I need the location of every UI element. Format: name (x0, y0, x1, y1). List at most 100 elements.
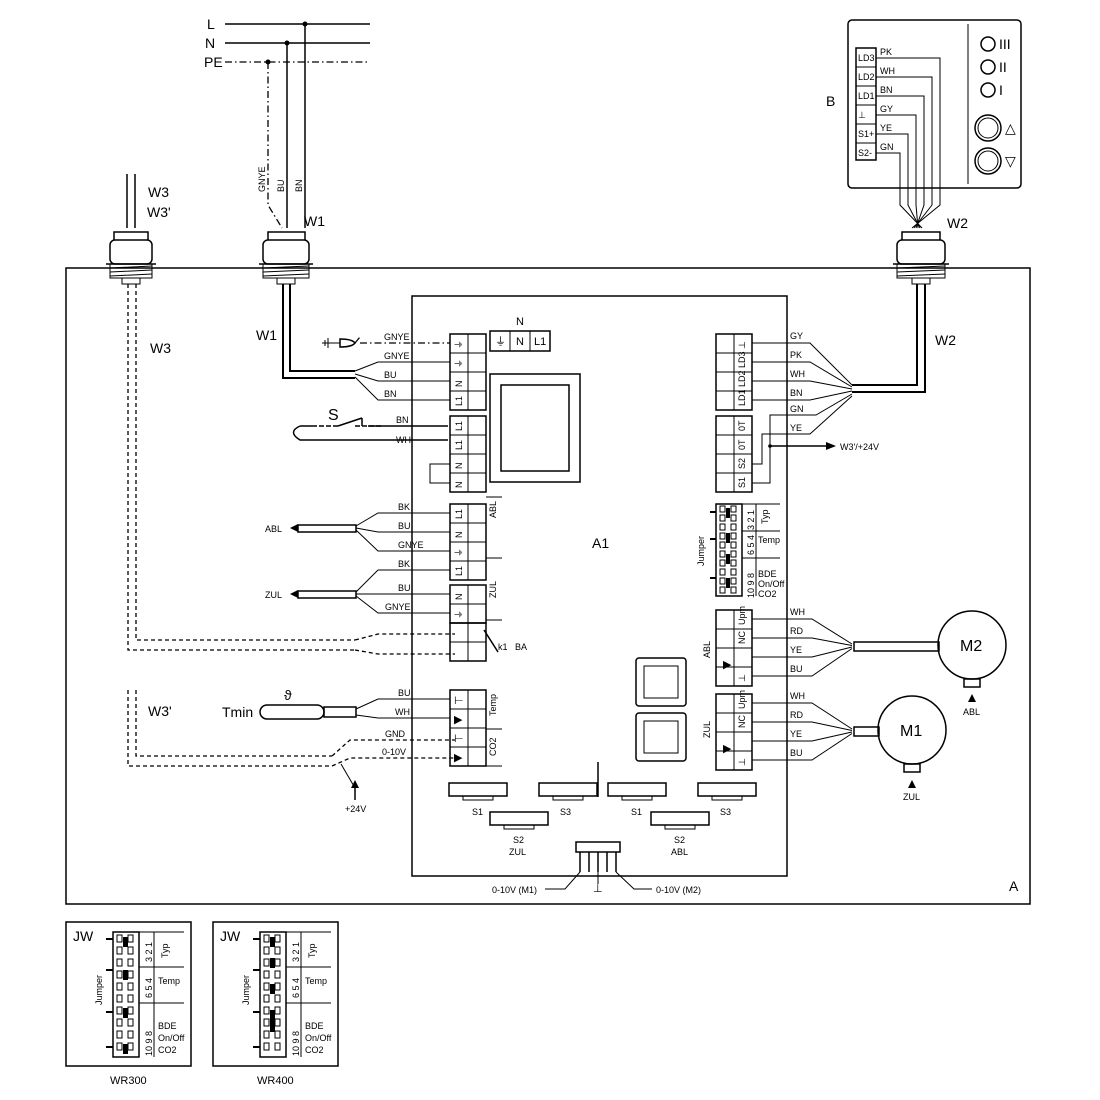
jw-jumper-title: Jumper (94, 975, 104, 1005)
switch-terminal-label: N (454, 463, 464, 470)
mains-wire-label: GNYE (384, 332, 410, 342)
svg-text:S3: S3 (560, 807, 571, 817)
motor-m2-terminals-wire-label: RD (790, 626, 803, 636)
supply-pe-label: PE (204, 54, 223, 70)
right-mid-terminal-label: 0T (737, 420, 747, 431)
terminal-block-mains: ⏚⏚NL1 (449, 333, 487, 411)
panel-wire-label: PK (880, 47, 892, 57)
jw-group-bde: BDE (305, 1021, 324, 1031)
svg-text:ZUL: ZUL (509, 847, 526, 857)
abl-terminal-label: ⏚ (454, 548, 464, 557)
cable-w3-label: W3 (148, 184, 169, 200)
jumper-group-typ: Typ (760, 509, 770, 524)
board-a1 (411, 295, 788, 877)
temp-wire-label: WH (395, 707, 410, 717)
svg-text:N: N (516, 336, 524, 348)
motor-m2-terminals-terminal-label: NC (737, 631, 747, 644)
dip-switches: S1 S3 S1 S3 S2 ZUL S2 ABL (448, 782, 757, 857)
right-mid-terminal-label: 0T (737, 439, 747, 450)
panel-button-down[interactable]: ▽ (974, 147, 1016, 175)
panel-terminal-label: S2- (858, 148, 872, 158)
right-top-terminal-label: ⊥ (737, 341, 747, 349)
jw-group-temp: Temp (305, 976, 327, 986)
right-mid-terminal-label: S2 (737, 458, 747, 469)
switch-s3-zul[interactable] (538, 782, 598, 801)
jumper-box-wr400: JW3 2 16 5 410 9 8TypTempBDEOn/OffCO2Jum… (212, 921, 339, 1087)
motor-m1-terminals-wire-label: RD (790, 710, 803, 720)
panel-wire-label: GN (880, 142, 894, 152)
analog-output-connector: 0-10V (M1) 0-10V (M2) ⊥ (492, 841, 701, 895)
jw-nums: 3 2 1 (291, 942, 301, 962)
motor-m2-terminals-terminal-label: ⊥ (737, 674, 747, 682)
wire-bu-label: BU (276, 179, 286, 192)
switch-s2-abl[interactable] (650, 811, 710, 830)
zul-arrow-label: ZUL (265, 590, 282, 600)
wire-bn-label: BN (294, 179, 304, 192)
cable-gland-w3: W3 W3' (106, 174, 171, 285)
motor-m1: M1 ZUL (853, 695, 947, 802)
jw-nums: 3 2 1 (144, 942, 154, 962)
switch-s2-zul[interactable] (489, 811, 549, 830)
motor-m2-terminals-wire-label: YE (790, 645, 802, 655)
right-mid-wire-label: YE (790, 423, 802, 433)
panel-terminal-label: S1+ (858, 129, 874, 139)
output-m1-label: 0-10V (M1) (492, 885, 537, 895)
cable-w2-inner-label: W2 (935, 332, 956, 348)
cable-w2-label: W2 (947, 215, 968, 231)
temp-wire-label: BU (398, 688, 411, 698)
switch-s: S (292, 407, 448, 441)
switch-s1-abl[interactable] (607, 782, 667, 801)
jw-nums: 10 9 8 (291, 1031, 301, 1056)
motor-m1-terminals-terminal-label: ⊥ (737, 758, 747, 766)
right-top-wire-label: WH (790, 369, 805, 379)
switch-s3-abl[interactable] (697, 782, 757, 801)
panel-button-up[interactable]: △ (974, 114, 1016, 142)
supply-n-label: N (205, 35, 215, 51)
w3p-output: W3'/+24V (770, 442, 879, 452)
svg-text:S3: S3 (720, 807, 731, 817)
right-top-terminal-label: LD1 (737, 389, 747, 406)
panel-wire-label: YE (880, 123, 892, 133)
thermometer-icon: ϑ (284, 687, 292, 703)
panel-terminal-label: LD3 (858, 53, 875, 63)
arrow-up-icon: △ (1005, 120, 1016, 136)
jumper-nums: 6 5 4 (746, 535, 756, 555)
temp-side-label: Temp (488, 694, 498, 716)
led-i (980, 82, 996, 98)
arrow-terminal-icon: ▶ (723, 659, 732, 671)
abl-fan-cable: ABL (265, 524, 357, 534)
temperature-sensor: Tmin ϑ (222, 687, 357, 720)
mains-terminal-label: L1 (454, 396, 464, 406)
enclosure-a (65, 267, 1031, 905)
display-window (489, 373, 581, 483)
mains-supply: L N PE GNYE BU BN W1 (204, 16, 370, 229)
terminal-block-temp-co2: ⊢▶⊢▶ (449, 689, 487, 767)
terminal-block-zul: N⏚ (449, 584, 487, 624)
motor-m2-terminals-wire-label: BU (790, 664, 803, 674)
panel-wire-label: BN (880, 85, 893, 95)
right-top-wire-label: BN (790, 388, 803, 398)
abl-wire-label: BK (398, 502, 410, 512)
switch-s1-zul[interactable] (448, 782, 508, 801)
jw-nums: 10 9 8 (144, 1031, 154, 1056)
mains-wire-label: BU (384, 370, 397, 380)
mains-terminal-label: ⏚ (454, 340, 464, 349)
jumper-box-wr400-title: JW (220, 928, 241, 944)
motor-m2-terminals-terminal-label: Upm (737, 606, 747, 625)
jumper-group-onoff: On/Off (758, 579, 785, 589)
led-i-label: I (999, 82, 1003, 98)
rj45-sockets (635, 657, 687, 762)
jw-group-onoff: On/Off (305, 1033, 332, 1043)
temp-co2-terminal-symbol: ▶ (454, 752, 463, 764)
switch-wire-label: WH (396, 435, 411, 445)
supply-l-label: L (207, 16, 215, 32)
arrow-down-icon: ▽ (1005, 153, 1016, 169)
output-gnd-label: ⊥ (593, 883, 603, 895)
zul-fan-cable: ZUL (265, 590, 357, 600)
motor-m2-terminals-wire-label: WH (790, 607, 805, 617)
jumper-box-wr300-title: JW (73, 928, 94, 944)
panel-terminal-label: ⊥ (858, 110, 866, 120)
